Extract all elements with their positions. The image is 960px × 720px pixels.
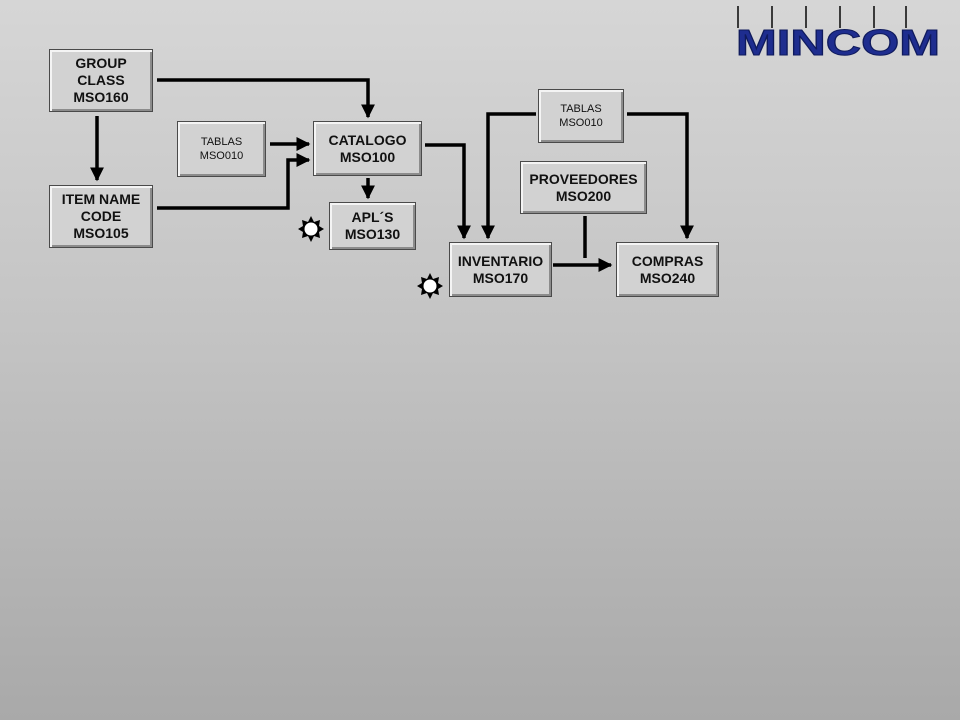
sun-burst-icon (298, 216, 324, 242)
proveedores-box: PROVEEDORES MSO200 (520, 161, 647, 214)
tablas-right-box: TABLAS MSO010 (538, 89, 624, 143)
compras-box: COMPRAS MSO240 (616, 242, 719, 297)
box-line: COMPRAS (631, 252, 704, 269)
group-class-box: GROUP CLASS MSO160 (49, 49, 153, 112)
box-line: CATALOGO (328, 131, 407, 148)
logo-text: MINCOM (736, 22, 940, 62)
box-line: MSO100 (339, 148, 396, 165)
box-line: MSO240 (639, 269, 696, 286)
box-line: MSO170 (472, 269, 529, 286)
box-line: CLASS (77, 72, 125, 88)
box-line: MSO160 (73, 89, 129, 105)
box-line: TABLAS (560, 103, 602, 115)
connector-item-to-catalogo (157, 153, 311, 210)
box-line: ITEM NAME (61, 191, 141, 207)
mincom-logo: MINCOM (736, 6, 941, 62)
connector-catalogo-to-inventario (425, 143, 471, 240)
apls-box: APL´S MSO130 (329, 202, 416, 250)
box-line: APL´S (351, 209, 394, 225)
box-line: TABLAS (200, 136, 243, 148)
box-line: MSO200 (555, 187, 612, 204)
box-line: MSO010 (199, 150, 244, 162)
sun-burst-icon (417, 273, 443, 299)
item-name-code-box: ITEM NAME CODE MSO105 (49, 185, 153, 248)
connector-group-to-catalogo (157, 78, 375, 119)
box-line: GROUP (75, 55, 127, 71)
catalogo-box: CATALOGO MSO100 (313, 121, 422, 176)
box-line: CODE (80, 208, 122, 224)
inventario-box: INVENTARIO MSO170 (449, 242, 552, 297)
connector-tablas-to-inventario (481, 112, 536, 240)
box-line: PROVEEDORES (529, 170, 638, 187)
tablas-left-box: TABLAS MSO010 (177, 121, 266, 177)
box-line: MSO010 (559, 117, 603, 129)
connector-tablas-to-compras (627, 112, 694, 240)
box-line: INVENTARIO (457, 252, 544, 269)
box-line: MSO130 (344, 226, 401, 242)
box-line: MSO105 (73, 225, 129, 241)
